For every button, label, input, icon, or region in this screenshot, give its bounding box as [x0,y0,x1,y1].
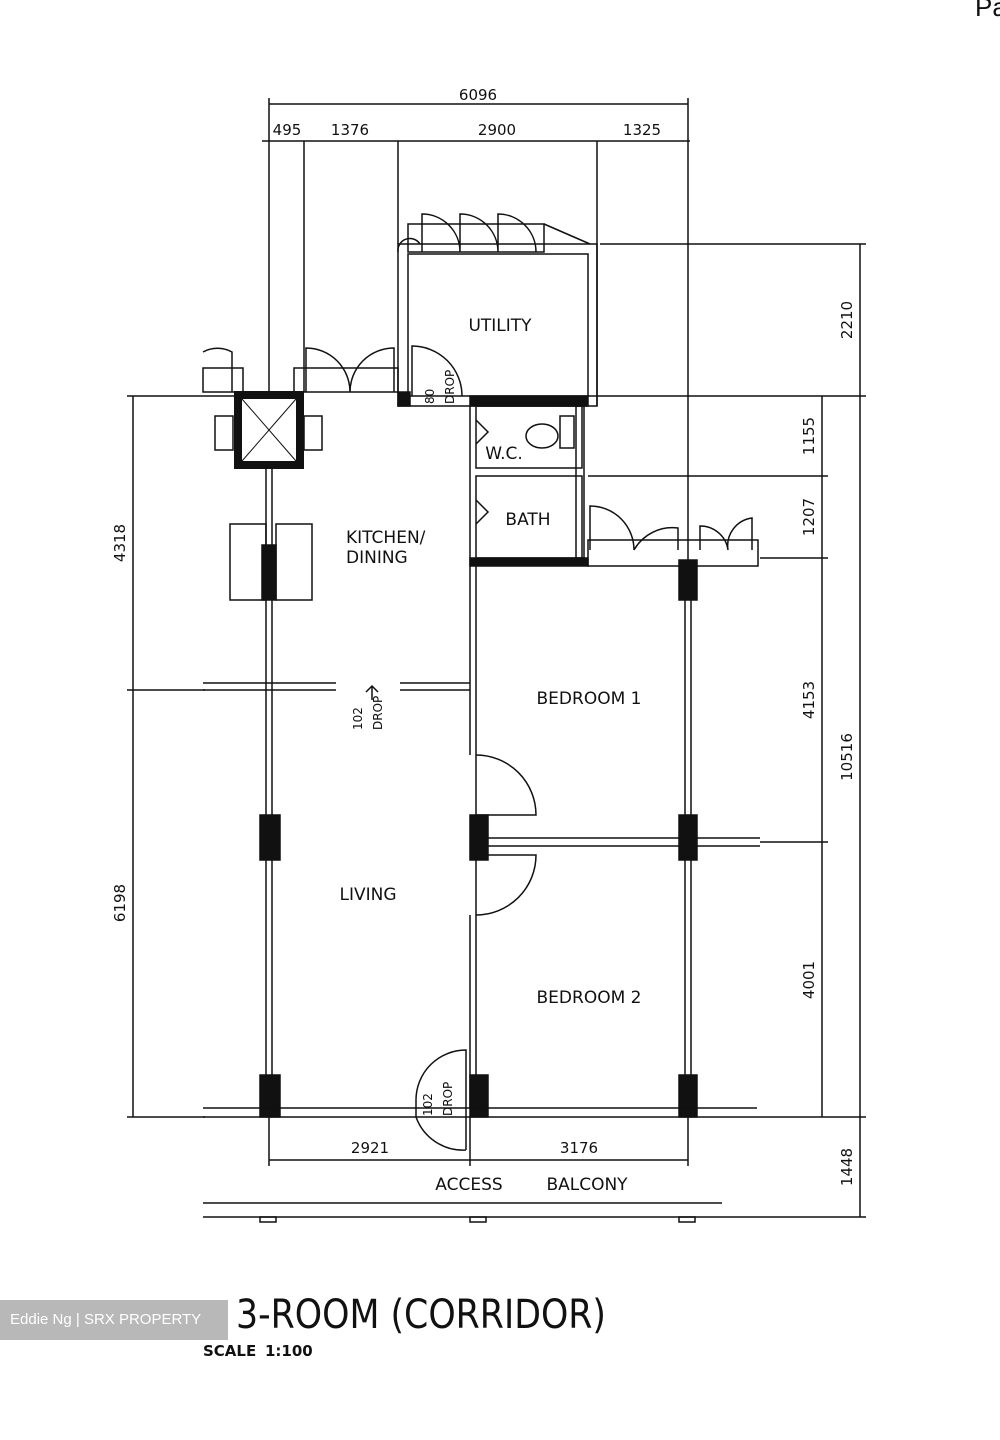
room-label-dining: DINING [346,548,408,568]
dim-bottom-2921: 2921 [351,1139,389,1157]
dim-top-4: 1325 [623,121,661,139]
label-balcony: BALCONY [546,1175,628,1195]
entrance-drop-value: 102 [421,1093,435,1116]
room-label-kitchen: KITCHEN/ [346,528,426,548]
dim-right-1155: 1155 [800,417,818,455]
structural-columns [259,559,698,1118]
page-corner-text: Pa [975,0,1000,22]
watermark: Eddie Ng | SRX PROPERTY [0,1300,228,1340]
living-drop-label: DROP [371,696,385,730]
room-label-utility: UTILITY [468,316,532,336]
plan-title: 3-ROOM (CORRIDOR) [236,1292,606,1338]
scale-label: SCALE [203,1342,256,1360]
facade-and-corridor [203,1049,757,1223]
dim-right-1207: 1207 [800,498,818,536]
room-label-wc: W.C. [485,444,523,464]
dim-right-2210: 2210 [838,301,856,339]
dim-left-4318: 4318 [111,524,129,562]
kitchen-windows [202,347,399,393]
room-label-bedroom-1: BEDROOM 1 [537,689,642,709]
entrance-drop-label: DROP [441,1082,455,1116]
dim-right-10516: 10516 [838,733,856,781]
dim-top-1: 495 [273,121,302,139]
room-label-bedroom-2: BEDROOM 2 [537,988,642,1008]
utility-room-walls [397,213,598,407]
utility-drop-label: DROP [443,370,457,404]
dim-top-3: 2900 [478,121,516,139]
dim-top-2: 1376 [331,121,369,139]
dim-right-1448: 1448 [838,1148,856,1186]
refuse-shaft [214,391,323,469]
label-access: ACCESS [435,1175,502,1195]
room-label-living: LIVING [339,885,396,905]
interior-walls [203,406,760,1108]
dim-left-6198: 6198 [111,884,129,922]
drop-arrow [365,684,379,700]
room-label-bath: BATH [505,510,550,530]
dim-bottom-3176: 3176 [560,1139,598,1157]
dimension-lines [127,98,866,1218]
dim-top-total: 6096 [459,86,497,104]
dim-right-4153: 4153 [800,681,818,719]
living-drop-value: 102 [351,707,365,730]
scale-value: 1:100 [265,1342,313,1360]
wc-bath-walls [469,405,759,567]
dim-right-4001: 4001 [800,961,818,999]
utility-drop-value: 80 [423,389,437,404]
